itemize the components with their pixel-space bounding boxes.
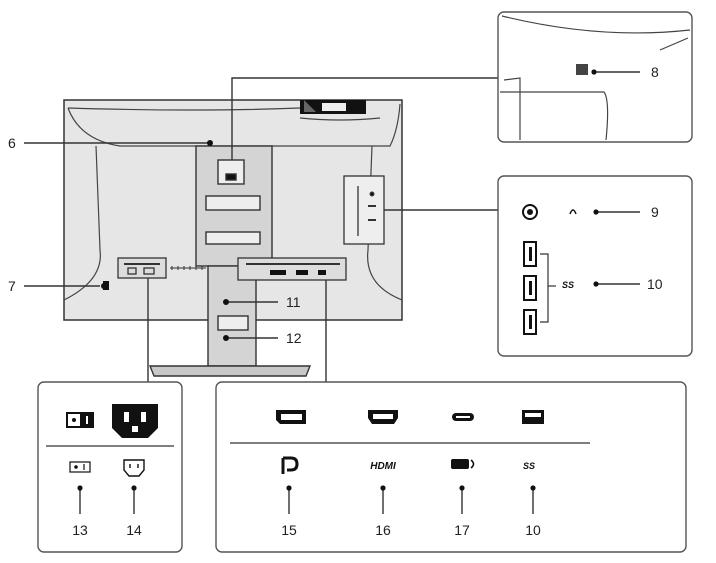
power-switch-small-icon [69,461,91,473]
usb-c-icon [452,413,474,421]
top-badge [300,100,366,114]
hdmi-logo-text: HDMI [370,461,396,472]
callout-10-bottom: 10 [525,522,541,538]
vent-strip [170,266,206,270]
displayport-icon [276,410,306,424]
callout-13: 13 [72,522,88,538]
inset-panel-15-17 [215,381,687,553]
callout-14: 14 [126,522,142,538]
callout-10-side: 10 [647,276,663,292]
callout-16: 16 [375,522,391,538]
leader-lines [24,77,498,382]
side-port-panel [343,175,385,245]
power-switch-icon [66,412,94,428]
hdmi-icon [368,410,398,424]
usb-a-icon [523,241,537,335]
monitor-back-contours [63,103,403,301]
callout-17: 17 [454,522,470,538]
ac-inlet-icon [112,404,158,438]
callout-15: 15 [281,522,297,538]
usb-superspeed-side-text: SS [562,280,574,290]
connector-strip-right [237,257,347,281]
callout-11: 11 [286,294,301,310]
stand [148,145,312,377]
connector-strip-left [117,257,167,279]
inset-panel-8 [497,11,693,143]
usb-superspeed-logo-text: SS [523,461,535,471]
callout-6: 6 [8,135,16,151]
headphone-icon [522,204,538,220]
callout-9: 9 [651,204,659,220]
leader-dots [101,140,229,341]
ac-inlet-small-icon [123,459,145,477]
inset-panel-9-10 [497,175,693,357]
callout-12: 12 [286,330,302,346]
callout-7: 7 [8,278,16,294]
usb-superspeed-10-icon [451,459,475,469]
callout-8: 8 [651,64,659,80]
usb-a-port-icon [522,410,544,424]
inset-panel-13-14 [37,381,183,553]
displayport-logo-icon [281,456,299,474]
